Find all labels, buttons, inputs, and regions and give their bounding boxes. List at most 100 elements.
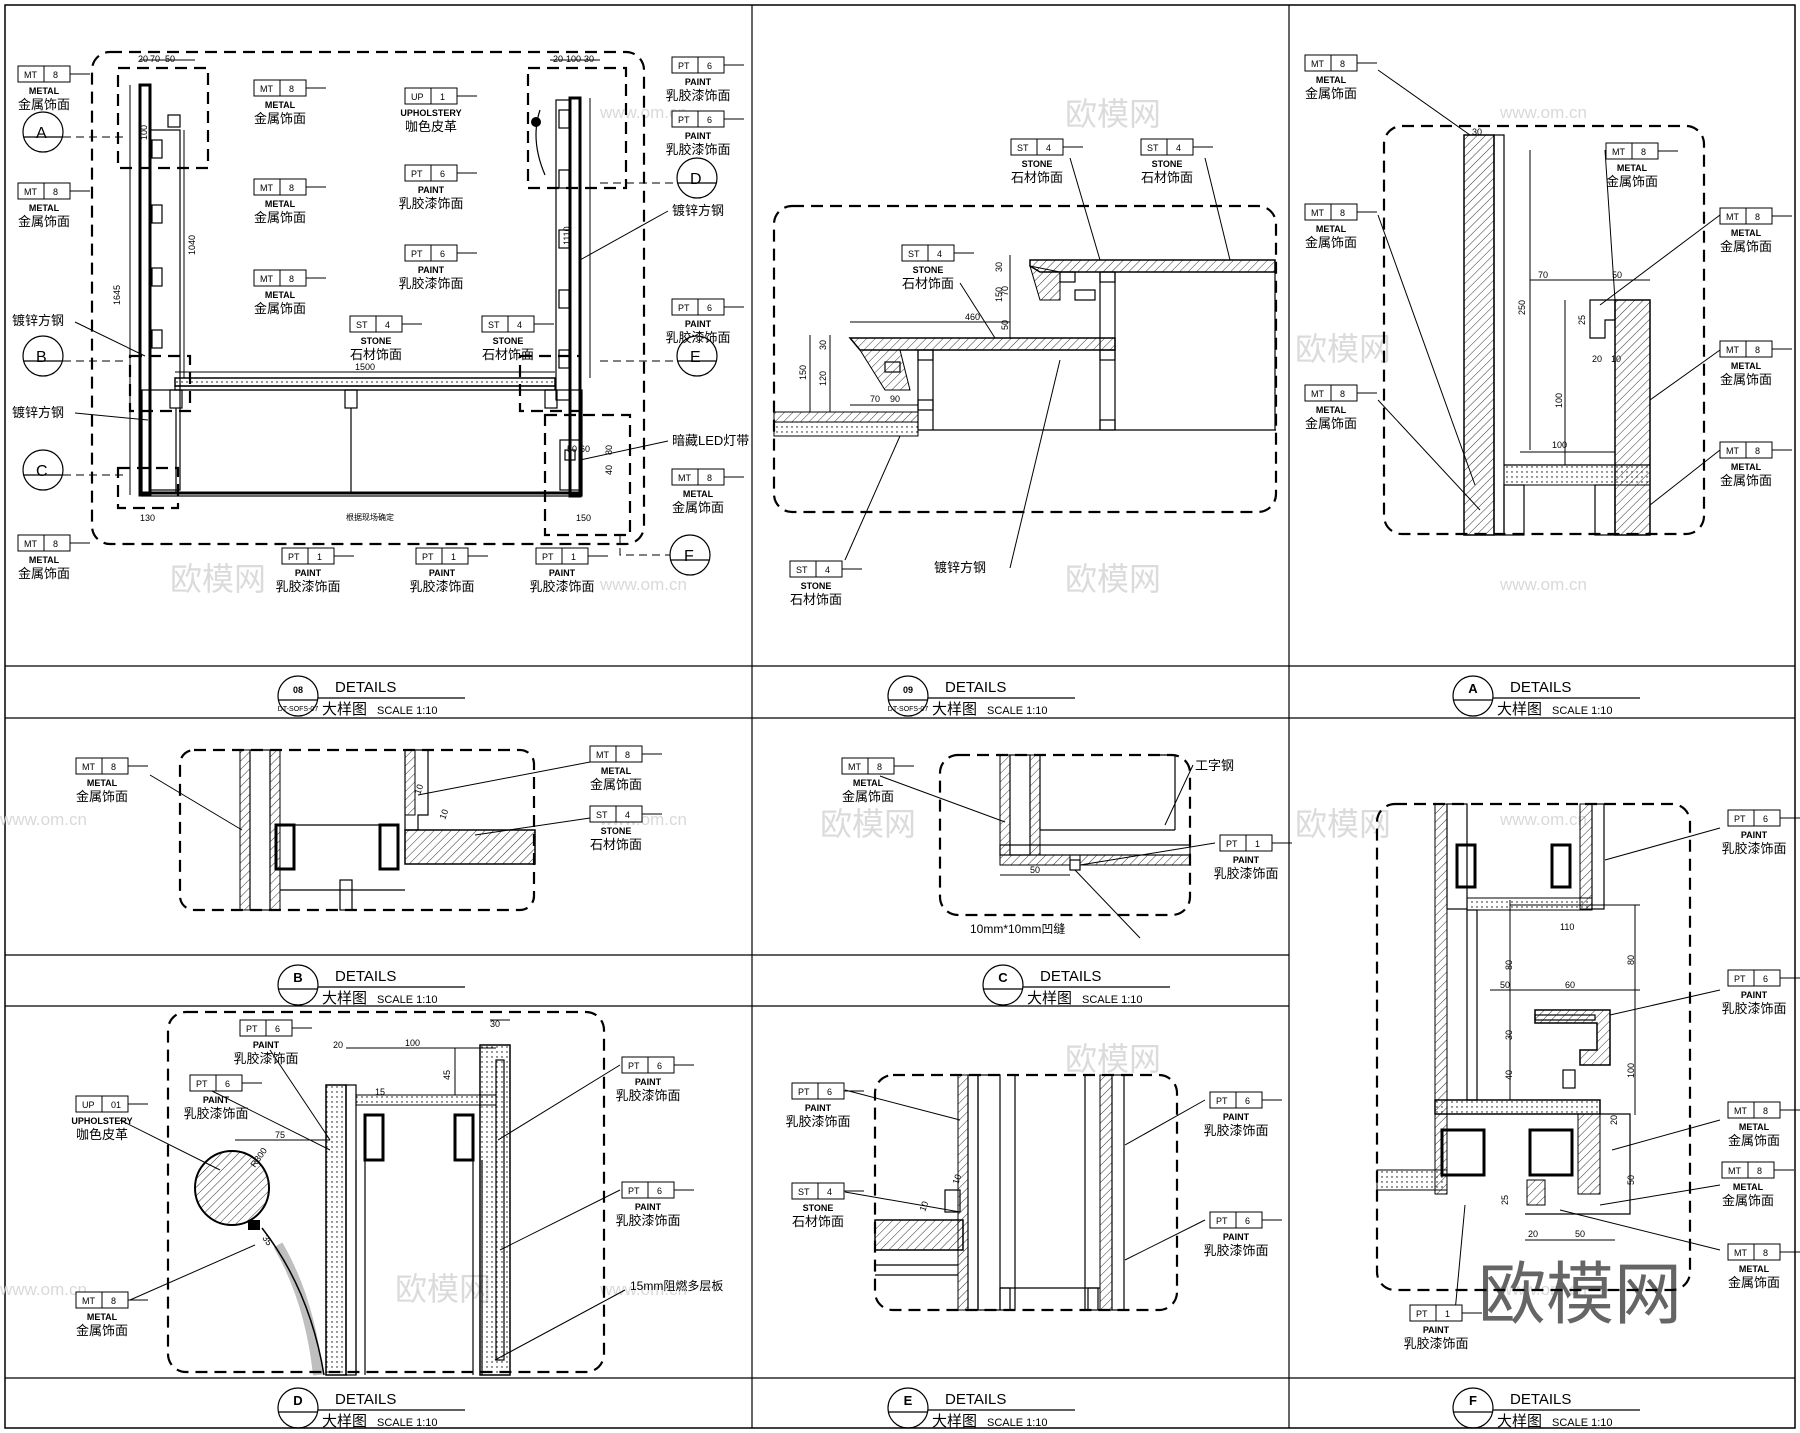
tag-material-cn: 金属饰面 bbox=[1305, 86, 1357, 102]
tag-material-en: METAL bbox=[265, 199, 296, 209]
tag-number: 8 bbox=[1763, 1106, 1768, 1116]
dim: 100 bbox=[405, 1038, 420, 1048]
details-scale: SCALE 1:10 bbox=[1552, 1417, 1613, 1429]
tag-material-en: STONE bbox=[913, 265, 944, 275]
galv-steel-note-4: 镀锌方钢 bbox=[934, 560, 986, 575]
dim: 10 bbox=[917, 1200, 930, 1213]
tag-material-en: STONE bbox=[493, 336, 524, 346]
tag-material-en: STONE bbox=[801, 581, 832, 591]
tag-code: PT bbox=[288, 552, 300, 562]
tag-number: 8 bbox=[1757, 1166, 1762, 1176]
tag-material-en: PAINT bbox=[295, 568, 322, 578]
tag-code: MT bbox=[260, 84, 273, 94]
tag-material-en: PAINT bbox=[429, 568, 456, 578]
dim: 50 bbox=[1626, 1175, 1636, 1185]
dim: 40 bbox=[1504, 1070, 1514, 1080]
tag-material-cn: 乳胶漆饰面 bbox=[183, 1106, 248, 1122]
dim: 110 bbox=[1560, 922, 1574, 932]
svg-text:欧模网: 欧模网 bbox=[1065, 1040, 1161, 1078]
detail-ref: F bbox=[1469, 1393, 1477, 1408]
tag-material-en: METAL bbox=[29, 555, 60, 565]
tag-material-en: PAINT bbox=[1223, 1112, 1250, 1122]
dim: 150 bbox=[994, 287, 1004, 302]
tag-number: 1 bbox=[440, 92, 445, 102]
tag-code: ST bbox=[908, 249, 920, 259]
details-scale: SCALE 1:10 bbox=[377, 705, 438, 717]
dim: 50 bbox=[1612, 270, 1622, 280]
tag-material-en: METAL bbox=[1316, 405, 1347, 415]
svg-text:欧模网: 欧模网 bbox=[820, 805, 916, 843]
tag-code: MT bbox=[1734, 1106, 1747, 1116]
tag-number: 8 bbox=[53, 70, 58, 80]
tag-material-en: METAL bbox=[29, 203, 60, 213]
tag-material-en: PAINT bbox=[1233, 855, 1260, 865]
dim: 80 bbox=[1504, 960, 1514, 970]
sheet-border bbox=[4, 4, 1796, 1429]
tag-material-en: PAINT bbox=[805, 1103, 832, 1113]
tag-material-cn: 乳胶漆饰面 bbox=[1203, 1123, 1268, 1139]
panel-d-drawing bbox=[119, 1010, 626, 1376]
dim: 45 bbox=[442, 1070, 452, 1080]
tag-material-en: METAL bbox=[1316, 224, 1347, 234]
tag-material-en: METAL bbox=[601, 766, 632, 776]
tag-code: MT bbox=[82, 762, 95, 772]
panel-09-drawing bbox=[772, 157, 1278, 569]
tag-material-cn: 金属饰面 bbox=[672, 500, 724, 516]
tag-number: 8 bbox=[1763, 1248, 1768, 1258]
tag-code: PT bbox=[196, 1079, 208, 1089]
tag-number: 8 bbox=[707, 473, 712, 483]
tag-material-cn: 金属饰面 bbox=[1728, 1133, 1780, 1149]
tag-code: ST bbox=[1017, 143, 1029, 153]
svg-text:欧模网: 欧模网 bbox=[1295, 805, 1391, 843]
tag-code: MT bbox=[1726, 212, 1739, 222]
tag-material-en: METAL bbox=[29, 86, 60, 96]
tag-material-cn: 乳胶漆饰面 bbox=[615, 1213, 680, 1229]
tag-material-en: METAL bbox=[1739, 1122, 1770, 1132]
tag-code: MT bbox=[1728, 1166, 1741, 1176]
tag-material-cn: 金属饰面 bbox=[590, 777, 642, 793]
tag-material-cn: 乳胶漆饰面 bbox=[233, 1051, 298, 1067]
galv-steel-note-3: 镀锌方钢 bbox=[672, 203, 724, 218]
details-scale: SCALE 1:10 bbox=[377, 1417, 438, 1429]
panel-b-dimensions: 10 10 bbox=[412, 783, 450, 821]
tag-material-en: STONE bbox=[601, 826, 632, 836]
tag-number: 8 bbox=[111, 1296, 116, 1306]
board-note: 15mm阻燃多层板 bbox=[630, 1278, 723, 1293]
tag-code: UP bbox=[82, 1100, 95, 1110]
dim: 50 bbox=[1000, 320, 1010, 330]
svg-text:D: D bbox=[690, 171, 702, 188]
details-scale: SCALE 1:10 bbox=[1082, 994, 1143, 1006]
tag-number: 8 bbox=[289, 183, 294, 193]
tag-code: PT bbox=[411, 249, 423, 259]
svg-text:欧模网: 欧模网 bbox=[1295, 330, 1391, 368]
tag-number: 8 bbox=[1755, 446, 1760, 456]
tag-material-en: METAL bbox=[87, 778, 118, 788]
tag-material-en: PAINT bbox=[685, 131, 712, 141]
tag-number: 4 bbox=[827, 1187, 832, 1197]
tag-number: 8 bbox=[1340, 59, 1345, 69]
tag-material-cn: 金属饰面 bbox=[18, 97, 70, 113]
tag-number: 8 bbox=[53, 187, 58, 197]
tag-number: 1 bbox=[571, 552, 576, 562]
tag-material-en: PAINT bbox=[418, 185, 445, 195]
tag-material-cn: 金属饰面 bbox=[1720, 239, 1772, 255]
details-title: DETAILS bbox=[1510, 1391, 1571, 1408]
details-scale: SCALE 1:10 bbox=[377, 994, 438, 1006]
tag-material-cn: 石材饰面 bbox=[792, 1215, 844, 1230]
details-title: DETAILS bbox=[335, 1391, 396, 1408]
